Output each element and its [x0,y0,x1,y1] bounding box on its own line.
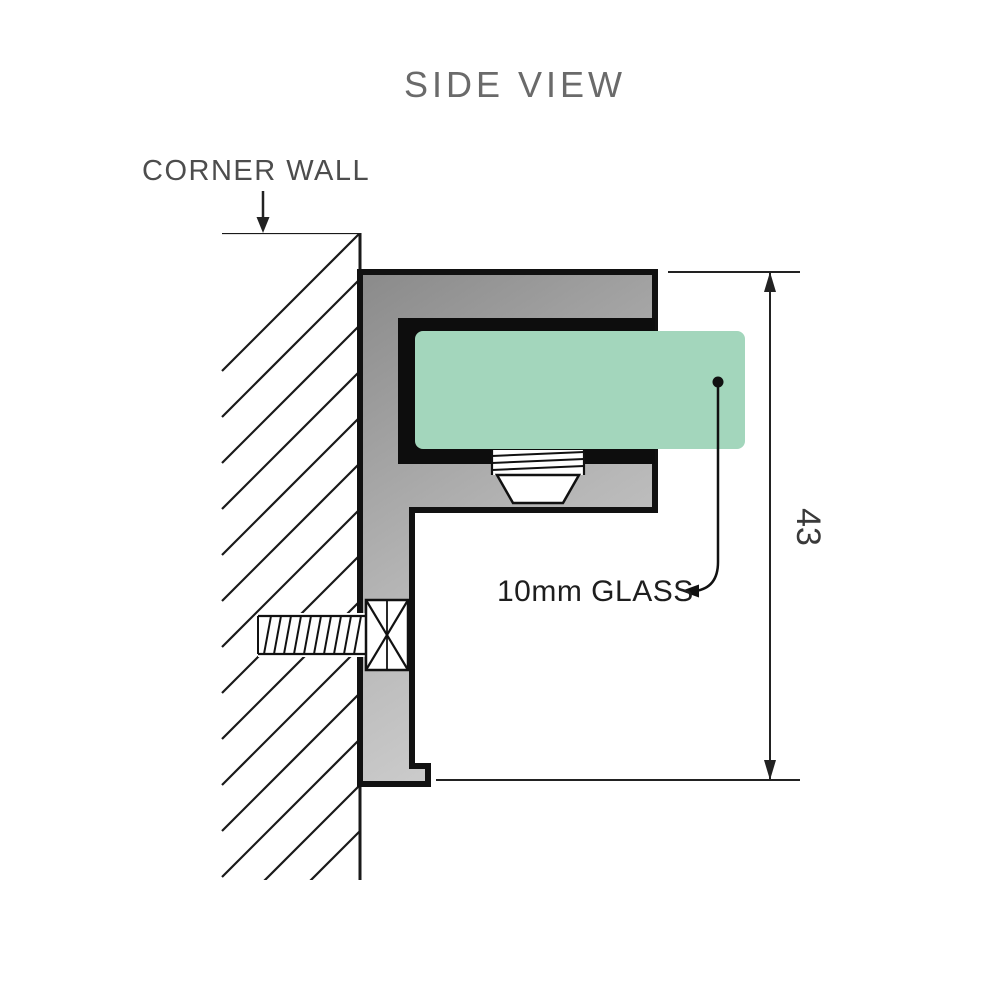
glass-panel [415,331,745,449]
leader-dot [712,376,724,388]
dimension-label: 43 [789,508,827,546]
page-title: SIDE VIEW [404,64,626,105]
corner-wall-arrow [256,191,270,233]
wall-hatching [221,233,361,880]
wall-screw [257,598,410,672]
glass-label: 10mm GLASS [497,575,694,608]
glass-leader [681,376,724,598]
corner-wall-label: CORNER WALL [142,155,370,187]
dimension-43 [436,271,800,781]
set-screw [490,450,586,505]
leader-arrowhead [681,584,699,598]
